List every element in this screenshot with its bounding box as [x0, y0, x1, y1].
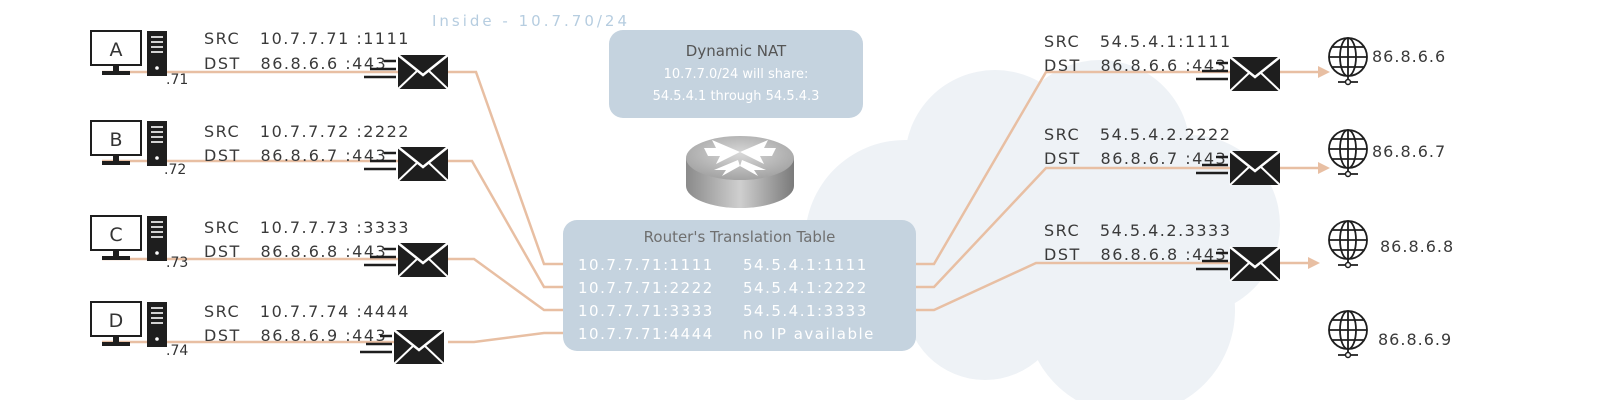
link-b-router: [448, 159, 568, 289]
arrowhead-2: [1318, 162, 1330, 174]
link-out-3: [914, 261, 1310, 312]
packet-envelope-icon-c: [364, 242, 449, 278]
table-row-4-outside: no IP available: [743, 325, 875, 343]
host-label-a: A: [109, 39, 123, 61]
computer-icon-c: [90, 215, 167, 261]
packet-envelope-icon-d: [360, 329, 445, 365]
outside-src-3: SRC 54.5.4.2.3333: [1044, 221, 1232, 240]
link-d-router: [448, 331, 568, 344]
host-label-c: C: [109, 224, 123, 246]
computer-icon-d: [90, 301, 167, 347]
packet-envelope-icon-out-3: [1196, 246, 1281, 282]
dynamic-nat-title: Dynamic NAT: [685, 42, 787, 60]
table-row-2-inside: 10.7.7.71:2222: [578, 279, 714, 297]
computer-icon-b: [90, 120, 167, 166]
host-label-b: B: [109, 129, 123, 151]
translation-table-title: Router's Translation Table: [643, 228, 836, 246]
dst-address-b: DST 86.8.6.7 :443: [204, 146, 388, 165]
table-row-3-inside: 10.7.7.71:3333: [578, 302, 714, 320]
host-octet-b: .72: [164, 162, 187, 178]
inside-network-label: Inside - 10.7.70/24: [432, 12, 631, 30]
src-address-b: SRC 10.7.7.72 :2222: [204, 122, 410, 141]
link-out-2: [914, 166, 1320, 289]
table-row-3-outside: 54.5.4.1:3333: [743, 302, 868, 320]
globe-icon-2: [1328, 129, 1368, 178]
server-address-2: 86.8.6.7: [1372, 142, 1447, 161]
table-row-1-inside: 10.7.7.71:1111: [578, 256, 714, 274]
link-c-router: [448, 257, 568, 312]
translation-table: Router's Translation Table 10.7.7.71:111…: [563, 220, 916, 351]
arrowhead-3: [1308, 257, 1320, 269]
dynamic-nat-range: 54.5.4.1 through 54.5.4.3: [652, 89, 820, 104]
dynamic-nat-box: Dynamic NAT 10.7.7.0/24 will share: 54.5…: [609, 30, 863, 118]
link-a-router: [448, 70, 568, 266]
arrowheads: [1308, 66, 1330, 269]
packet-envelope-icon-out-1: [1196, 56, 1281, 92]
host-octet-a: .71: [166, 72, 189, 88]
host-label-d: D: [108, 310, 124, 332]
outside-dst-3: DST 86.8.6.8 :443: [1044, 245, 1228, 264]
globe-icon-1: [1328, 37, 1368, 86]
globe-icon-3: [1328, 220, 1368, 269]
server-address-4: 86.8.6.9: [1378, 330, 1453, 349]
packet-envelope-icon-a: [364, 54, 449, 90]
dst-address-a: DST 86.8.6.6 :443: [204, 54, 388, 73]
outside-src-2: SRC 54.5.4.2.2222: [1044, 125, 1232, 144]
dst-address-c: DST 86.8.6.8 :443: [204, 242, 388, 261]
outside-dst-1: DST 86.8.6.6 :443: [1044, 56, 1228, 75]
src-address-c: SRC 10.7.7.73 :3333: [204, 218, 410, 237]
dst-address-d: DST 86.8.6.9 :443: [204, 326, 388, 345]
outside-dst-2: DST 86.8.6.7 :443: [1044, 149, 1228, 168]
packet-envelope-icon-out-2: [1196, 150, 1281, 186]
src-address-d: SRC 10.7.7.74 :4444: [204, 302, 410, 321]
server-address-3: 86.8.6.8: [1380, 237, 1455, 256]
link-out-1: [914, 70, 1320, 266]
server-address-1: 86.8.6.6: [1372, 47, 1447, 66]
globe-icon-4: [1328, 310, 1368, 359]
table-row-4-inside: 10.7.7.71:4444: [578, 325, 714, 343]
table-row-2-outside: 54.5.4.1:2222: [743, 279, 868, 297]
arrowhead-1: [1318, 66, 1330, 78]
table-row-1-outside: 54.5.4.1:1111: [743, 256, 868, 274]
src-address-a: SRC 10.7.7.71 :1111: [204, 29, 410, 48]
outside-src-1: SRC 54.5.4.1:1111: [1044, 32, 1232, 51]
router-icon: [686, 136, 794, 208]
host-octet-c: .73: [166, 255, 189, 271]
computer-icon-a: [90, 30, 167, 76]
packet-envelope-icon-b: [364, 146, 449, 182]
dynamic-nat-subnet: 10.7.7.0/24 will share:: [663, 67, 809, 82]
host-octet-d: .74: [166, 343, 189, 359]
